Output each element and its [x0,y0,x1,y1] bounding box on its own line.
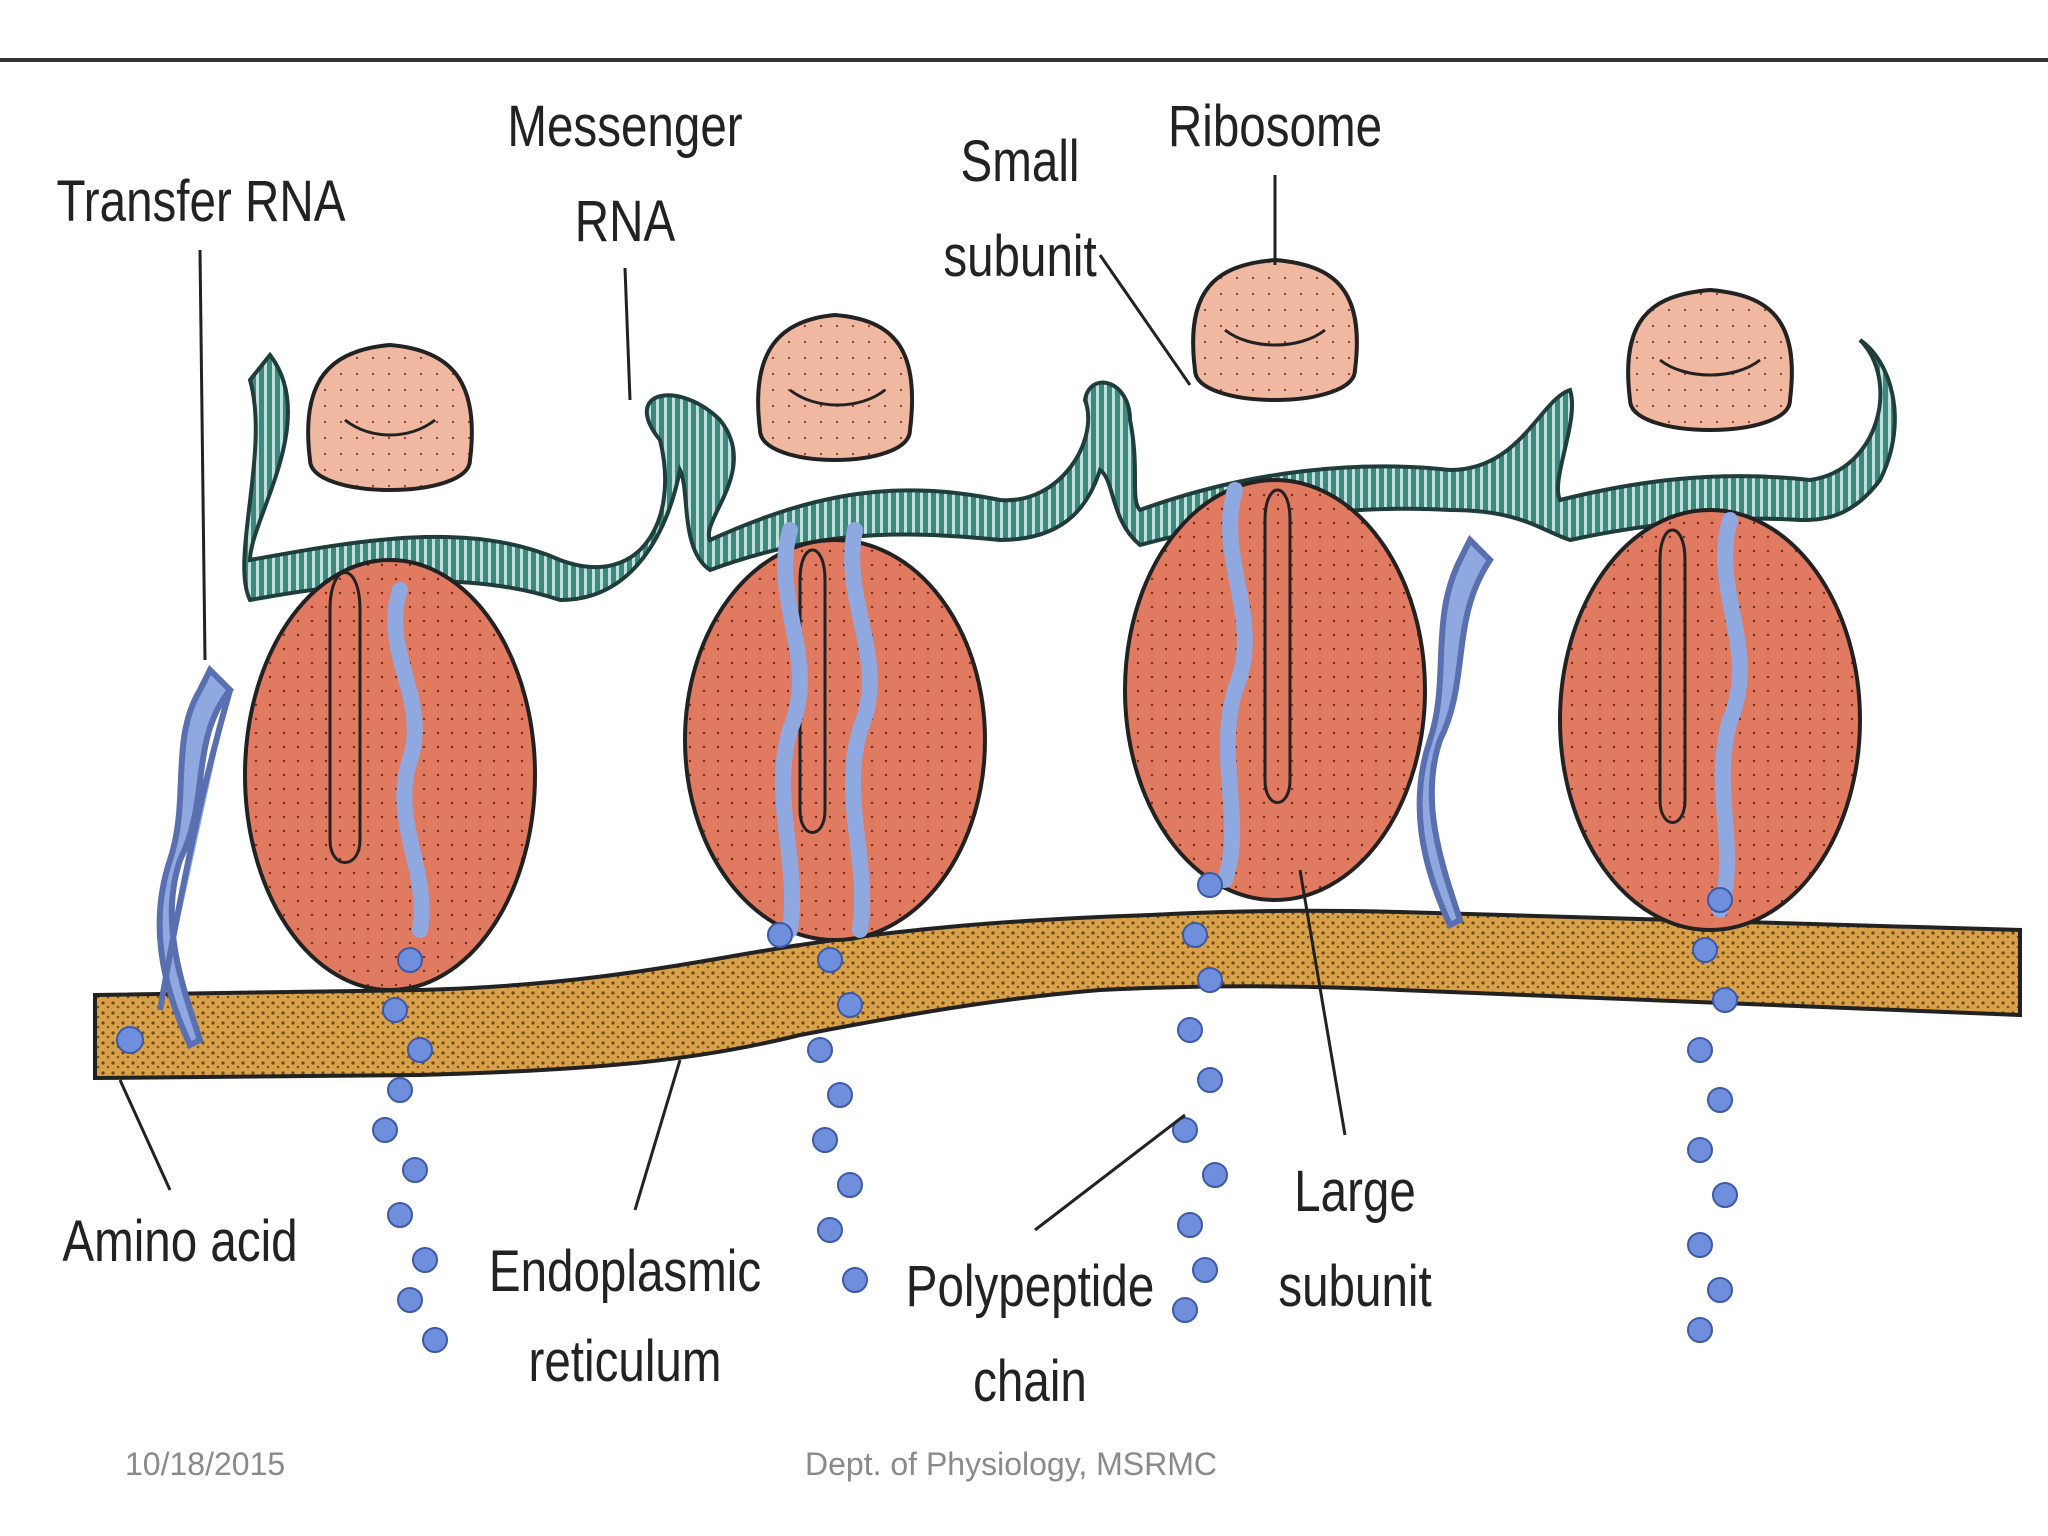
leader-amino-acid [118,1079,172,1191]
label-small-subunit-line1: Small [960,129,1080,194]
polypeptide-chain-3 [1172,872,1228,1323]
leader-transfer-rna [198,249,207,661]
ribosome-1 [243,342,537,992]
label-transfer-rna: Transfer RNA [56,169,346,234]
leader-small-subunit [1098,254,1192,386]
leader-large-subunit [1298,869,1347,1136]
label-ribosome: Ribosome [1167,94,1383,159]
transfer-rna-free-right [1416,534,1494,930]
label-large-subunit-line2: subunit [1278,1254,1432,1319]
polypeptide-chain-1 [372,947,448,1353]
ribosome-3 [1123,257,1427,902]
messenger-rna-ribbon [242,338,1897,603]
ribosome-2 [683,312,987,942]
label-amino-acid: Amino acid [62,1209,298,1274]
label-messenger-rna-line1: Messenger [507,94,743,159]
leader-lines [118,175,1347,1232]
leader-polypeptide-chain [1034,1113,1186,1232]
transfer-rna-bound-1 [387,582,430,938]
polypeptide-chain-2 [767,922,868,1293]
polypeptide-chain-4 [1687,887,1738,1343]
transfer-rna-bound-4 [1712,512,1748,918]
ribosome-4 [1558,287,1862,932]
footer-date: 10/18/2015 [125,1446,286,1482]
leader-endoplasmic-reticulum [633,1059,682,1211]
label-small-subunit-line2: subunit [943,224,1097,289]
leader-messenger-rna [623,267,632,401]
label-polypeptide-chain-line1: Polypeptide [905,1254,1155,1319]
transfer-rna-bound-2b [844,522,878,938]
label-large-subunit-line1: Large [1294,1159,1416,1224]
label-endoplasmic-reticulum-line1: Endoplasmic [488,1239,762,1304]
top-divider-line [0,58,2048,62]
label-polypeptide-chain-line2: chain [973,1349,1087,1414]
footer-department: Dept. of Physiology, MSRMC [805,1446,1217,1482]
label-endoplasmic-reticulum-line2: reticulum [528,1329,722,1394]
label-messenger-rna-line2: RNA [574,189,676,254]
amino-acid-bead [116,1026,144,1054]
transfer-rna-bound-3 [1217,482,1253,888]
transfer-rna-bound-2a [774,522,808,938]
transfer-rna-free-left [156,664,235,1050]
endoplasmic-reticulum [93,908,2022,1081]
